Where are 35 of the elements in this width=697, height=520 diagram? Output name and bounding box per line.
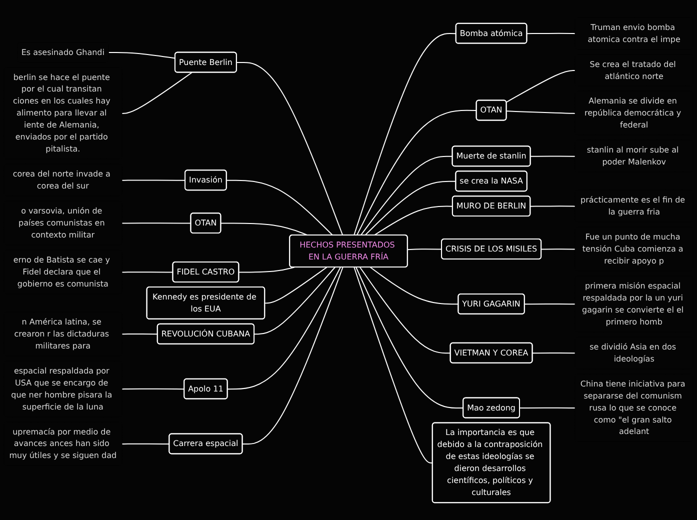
- connector: [122, 333, 158, 335]
- connector: [506, 110, 576, 114]
- connector: [530, 156, 576, 157]
- connector: [226, 180, 334, 236]
- connector: [220, 222, 308, 236]
- connector: [526, 32, 576, 34]
- connector: [356, 110, 478, 236]
- connector: [359, 266, 452, 354]
- connector: [532, 352, 576, 354]
- connector: [264, 266, 328, 304]
- connector: [236, 62, 344, 236]
- connector: [540, 248, 576, 250]
- connector: [519, 407, 576, 409]
- connector: [364, 180, 456, 236]
- connector: [122, 222, 192, 224]
- connector: [354, 266, 434, 464]
- connector: [524, 304, 576, 305]
- connector: [254, 266, 336, 335]
- connector: [530, 206, 576, 207]
- connector: [227, 266, 341, 390]
- connector: [374, 206, 454, 236]
- connector: [238, 266, 295, 273]
- connector: [122, 388, 185, 390]
- connector: [370, 266, 459, 305]
- connector: [122, 72, 192, 114]
- connector: [354, 33, 457, 236]
- connector: [242, 266, 344, 444]
- connector: [360, 156, 454, 236]
- connector: [122, 272, 174, 273]
- connector: [356, 266, 464, 409]
- connector: [506, 70, 576, 103]
- connector: [108, 52, 176, 59]
- connector: [122, 443, 170, 444]
- connector: [407, 248, 442, 250]
- connector: [122, 180, 186, 181]
